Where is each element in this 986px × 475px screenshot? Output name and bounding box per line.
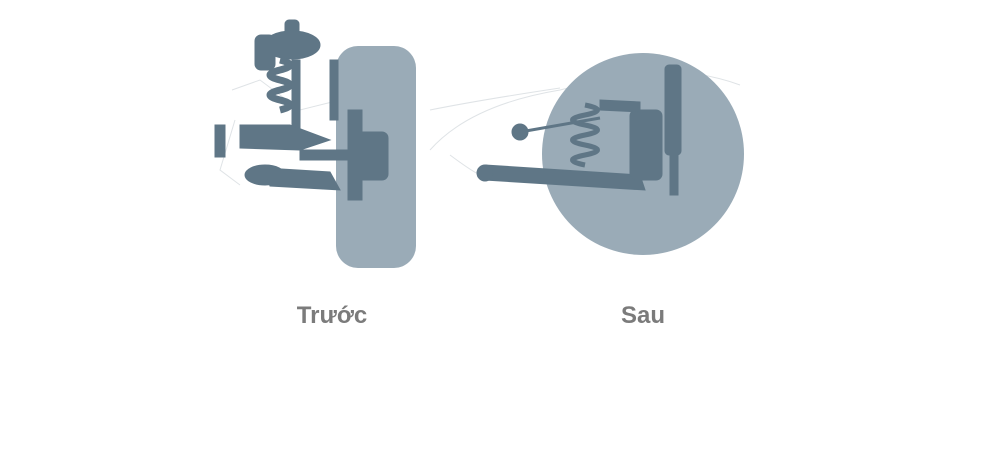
front-suspension-illustration [214,19,416,268]
rear-suspension-label: Sau [620,302,666,329]
rear-suspension-illustration [429,53,744,255]
front-suspension-label: Trước [296,302,368,329]
